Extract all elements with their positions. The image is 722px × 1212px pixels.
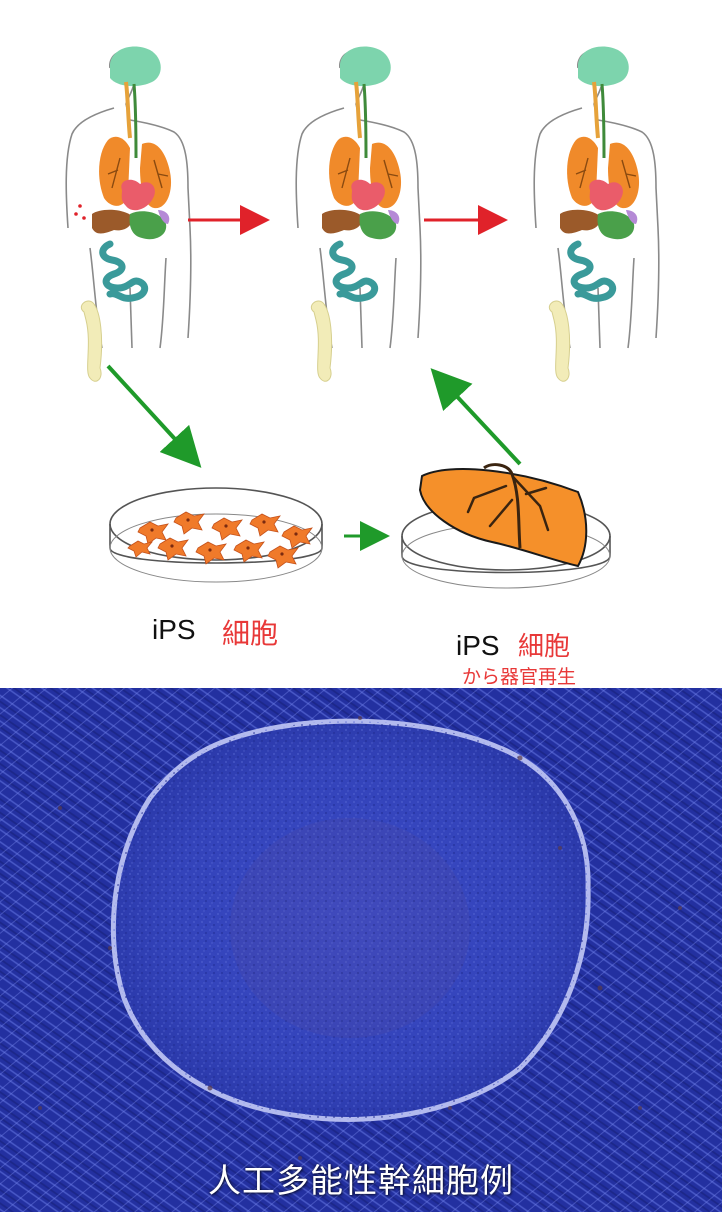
- cell-label-right: 細胞: [518, 632, 571, 662]
- green-arrow-up: [430, 368, 522, 466]
- human-figure-right: [534, 46, 659, 381]
- ips-diagram: iPS 細胞 iPS 細胞 から器官再生: [0, 0, 722, 688]
- petri-dish-organ-icon: [401, 463, 611, 589]
- human-figure-middle: [296, 46, 421, 381]
- organ-regeneration-label: から器官再生: [462, 666, 577, 688]
- micrograph-caption: 人工多能性幹細胞例: [208, 1161, 514, 1200]
- human-figure-left: [66, 46, 191, 381]
- ips-label-right: iPS: [456, 630, 500, 661]
- diagram-canvas: [0, 0, 722, 589]
- ips-cell-micrograph: 人工多能性幹細胞例: [0, 688, 722, 1212]
- micrograph-image: [0, 688, 722, 1212]
- ips-label-left: iPS: [152, 614, 196, 645]
- green-arrow-down: [106, 364, 202, 468]
- petri-dish-cells-icon: [109, 487, 323, 583]
- cell-label-left: 細胞: [222, 617, 279, 650]
